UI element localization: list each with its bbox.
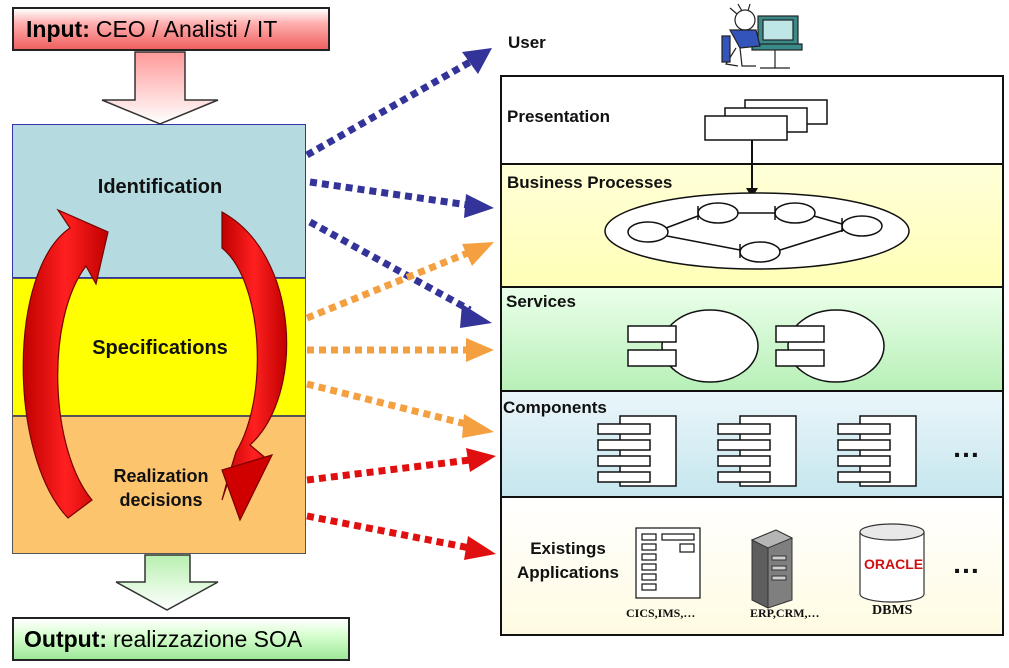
components-ellipsis: … [952,432,985,463]
arrow-real-existing [306,512,471,552]
service-icons [627,309,885,383]
output-label: Output: [24,625,108,652]
output-text: realizzazione SOA [113,625,303,652]
business-process-graph [604,192,910,270]
input-down-arrow [101,51,219,125]
presentation-label: Presentation [507,107,610,126]
services-label: Services [506,292,576,311]
cics-terminal-icon [635,527,701,599]
existing-applications-label: Existings Applications [516,539,619,582]
business-processes-label: Business Processes [507,173,673,192]
arrow-spec-components [306,380,471,429]
cics-caption: CICS,IMS,… [626,606,696,620]
user-icon [721,3,803,69]
input-label: Input: [26,15,90,42]
input-banner: Input: CEO / Analisti / IT [12,7,330,51]
realization-decisions-label: Realization decisions [113,466,209,510]
presentation-windows-icon [704,99,828,141]
arrow-ident-user [305,58,472,159]
component-icons [597,415,917,487]
applications-ellipsis: … [952,548,985,579]
components-label: Components [503,398,607,417]
input-text: CEO / Analisti / IT [95,15,278,42]
erp-caption: ERP,CRM,… [750,606,820,620]
identification-label: Identification [97,176,223,198]
oracle-database-icon [859,523,925,603]
cycle-arrow-up [22,208,109,519]
output-banner: Output: realizzazione SOA [12,617,350,661]
output-down-arrow [115,554,219,611]
arrow-ident-business [309,178,469,209]
cycle-arrow-down-head [221,454,274,522]
specifications-label: Specifications [92,337,228,359]
arrow-ident-services [308,218,472,314]
user-label: User [508,33,546,52]
arrow-real-components [306,456,471,484]
dbms-caption: DBMS [872,603,913,618]
oracle-logo-text: ORACLE [864,556,924,572]
arrow-spec-business [305,248,472,322]
server-icon [750,529,794,609]
